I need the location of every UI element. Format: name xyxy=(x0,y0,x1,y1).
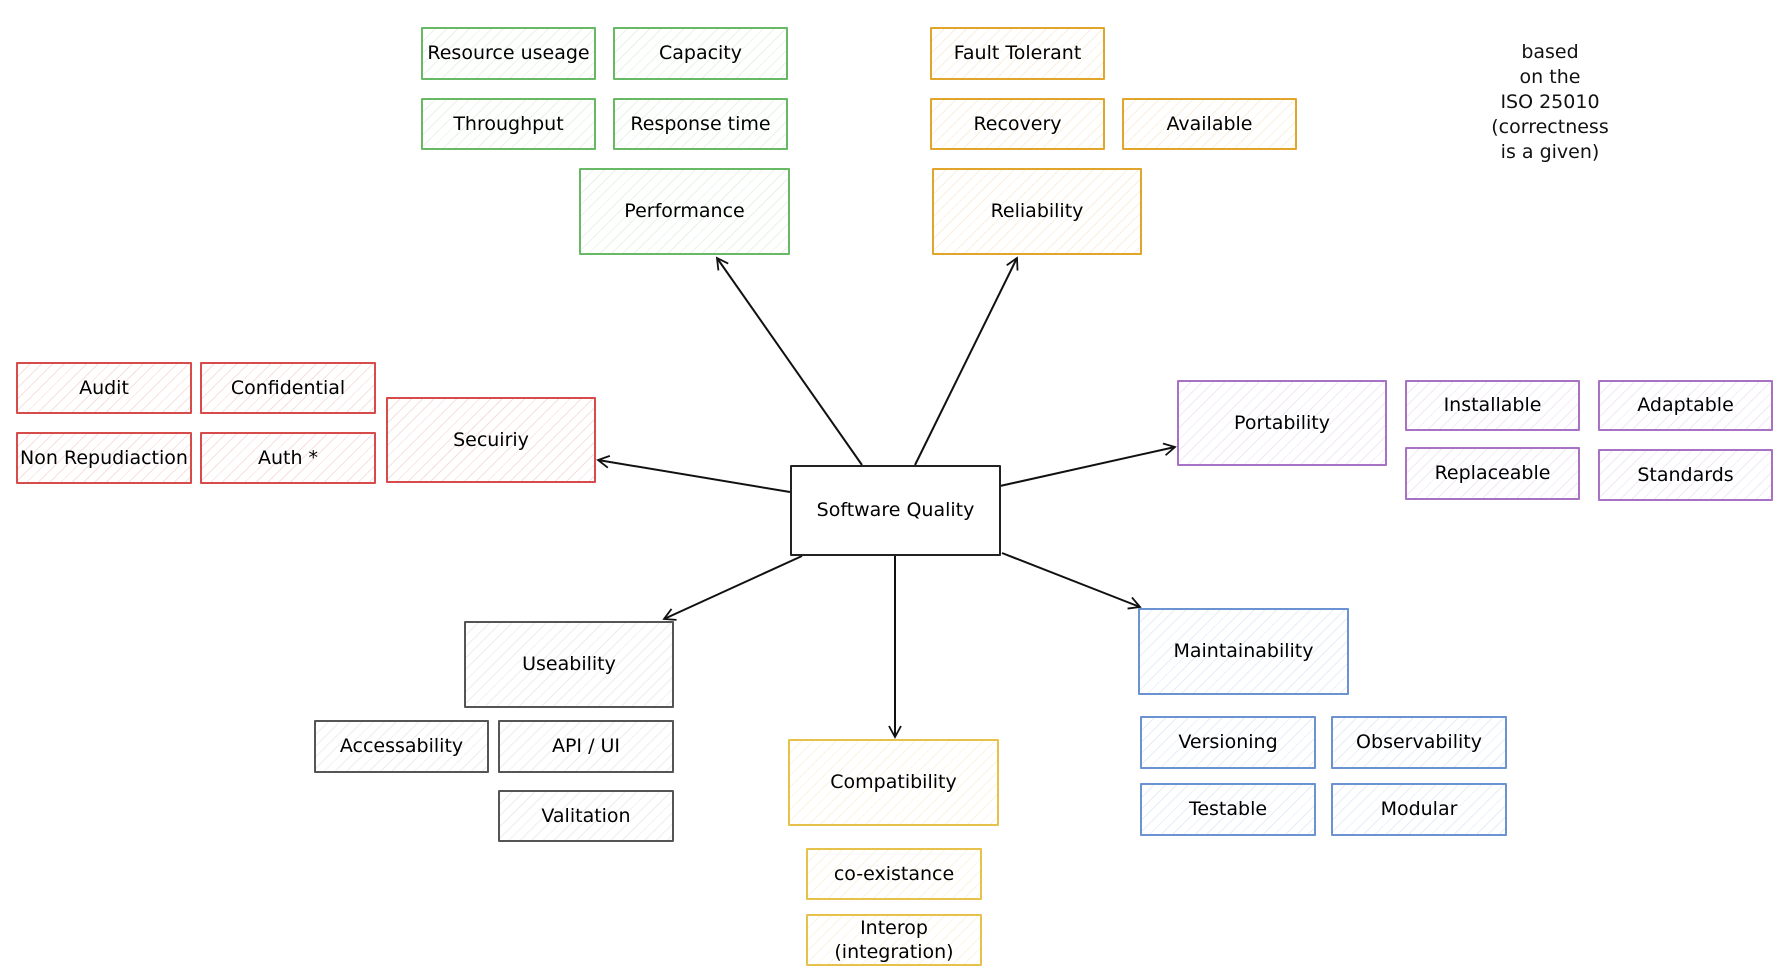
node-maintainability[interactable]: Maintainability xyxy=(1138,608,1349,695)
node-versioning-label: Versioning xyxy=(1178,731,1278,754)
arrow-to-maintainability xyxy=(1001,552,1142,610)
node-modular-label: Modular xyxy=(1380,798,1458,821)
node-throughput-label: Throughput xyxy=(453,112,564,135)
node-modular[interactable]: Modular xyxy=(1331,783,1507,836)
node-compatibility-label: Compatibility xyxy=(830,771,957,794)
node-useability[interactable]: Useability xyxy=(464,621,674,708)
node-audit[interactable]: Audit xyxy=(16,362,192,414)
node-audit-label: Audit xyxy=(79,376,129,399)
node-valitation[interactable]: Valitation xyxy=(498,790,674,842)
node-useability-label: Useability xyxy=(522,653,616,676)
node-recovery[interactable]: Recovery xyxy=(930,98,1105,150)
node-resource-useage-label: Resource useage xyxy=(427,42,590,65)
iso-note: based on the ISO 25010 (correctness is a… xyxy=(1470,40,1630,165)
node-non-repudiaction-label: Non Repudiaction xyxy=(20,446,188,469)
node-auth-label: Auth * xyxy=(257,446,319,469)
note-line: ISO 25010 xyxy=(1500,91,1600,113)
node-adaptable-label: Adaptable xyxy=(1637,394,1734,417)
node-standards-label: Standards xyxy=(1637,463,1734,486)
node-interop[interactable]: Interop (integration) xyxy=(806,914,982,966)
note-line: on the xyxy=(1519,66,1581,88)
arrow-to-reliability xyxy=(914,256,1019,466)
node-response-time[interactable]: Response time xyxy=(613,98,788,150)
node-replaceable-label: Replaceable xyxy=(1434,462,1551,485)
node-performance[interactable]: Performance xyxy=(579,168,790,255)
node-recovery-label: Recovery xyxy=(973,112,1062,135)
node-non-repudiaction[interactable]: Non Repudiaction xyxy=(16,432,192,484)
note-line: is a given) xyxy=(1500,141,1600,163)
node-api-ui[interactable]: API / UI xyxy=(498,720,674,773)
center-node-label: Software Quality xyxy=(816,499,975,522)
node-security[interactable]: Secuiriy xyxy=(386,397,596,483)
node-accessability-label: Accessability xyxy=(339,735,464,758)
node-performance-label: Performance xyxy=(624,200,745,223)
arrow-to-performance xyxy=(715,256,863,466)
note-line: based xyxy=(1521,41,1579,63)
node-accessability[interactable]: Accessability xyxy=(314,720,489,773)
node-testable-label: Testable xyxy=(1188,798,1268,821)
arrow-to-useability xyxy=(662,555,803,621)
node-capacity[interactable]: Capacity xyxy=(613,27,788,80)
node-fault-tolerant[interactable]: Fault Tolerant xyxy=(930,27,1105,80)
node-adaptable[interactable]: Adaptable xyxy=(1598,380,1773,431)
node-throughput[interactable]: Throughput xyxy=(421,98,596,150)
node-auth[interactable]: Auth * xyxy=(200,432,376,484)
node-installable-label: Installable xyxy=(1443,394,1542,417)
node-fault-tolerant-label: Fault Tolerant xyxy=(953,42,1082,65)
center-node-software-quality[interactable]: Software Quality xyxy=(790,465,1001,556)
node-replaceable[interactable]: Replaceable xyxy=(1405,447,1580,500)
node-interop-label: Interop (integration) xyxy=(834,917,954,963)
node-confidential-label: Confidential xyxy=(230,376,346,399)
node-observability-label: Observability xyxy=(1356,731,1482,754)
node-testable[interactable]: Testable xyxy=(1140,783,1316,836)
node-api-ui-label: API / UI xyxy=(551,735,621,758)
node-valitation-label: Valitation xyxy=(541,804,631,827)
node-compatibility[interactable]: Compatibility xyxy=(788,739,999,826)
node-security-label: Secuiriy xyxy=(453,428,529,451)
node-co-existance-label: co-existance xyxy=(833,862,955,885)
note-line: (correctness xyxy=(1491,116,1609,138)
node-observability[interactable]: Observability xyxy=(1331,716,1507,769)
node-available-label: Available xyxy=(1166,112,1253,135)
node-portability-label: Portability xyxy=(1234,411,1330,434)
node-reliability[interactable]: Reliability xyxy=(932,168,1142,255)
node-versioning[interactable]: Versioning xyxy=(1140,716,1316,769)
node-standards[interactable]: Standards xyxy=(1598,449,1773,501)
node-resource-useage[interactable]: Resource useage xyxy=(421,27,596,80)
node-confidential[interactable]: Confidential xyxy=(200,362,376,414)
node-reliability-label: Reliability xyxy=(990,200,1084,223)
node-co-existance[interactable]: co-existance xyxy=(806,848,982,900)
node-maintainability-label: Maintainability xyxy=(1173,640,1314,663)
arrow-to-portability xyxy=(999,442,1177,487)
node-capacity-label: Capacity xyxy=(658,42,743,65)
node-response-time-label: Response time xyxy=(630,112,771,135)
node-portability[interactable]: Portability xyxy=(1177,380,1387,466)
node-available[interactable]: Available xyxy=(1122,98,1297,150)
arrow-to-security xyxy=(596,455,791,493)
node-installable[interactable]: Installable xyxy=(1405,380,1580,431)
